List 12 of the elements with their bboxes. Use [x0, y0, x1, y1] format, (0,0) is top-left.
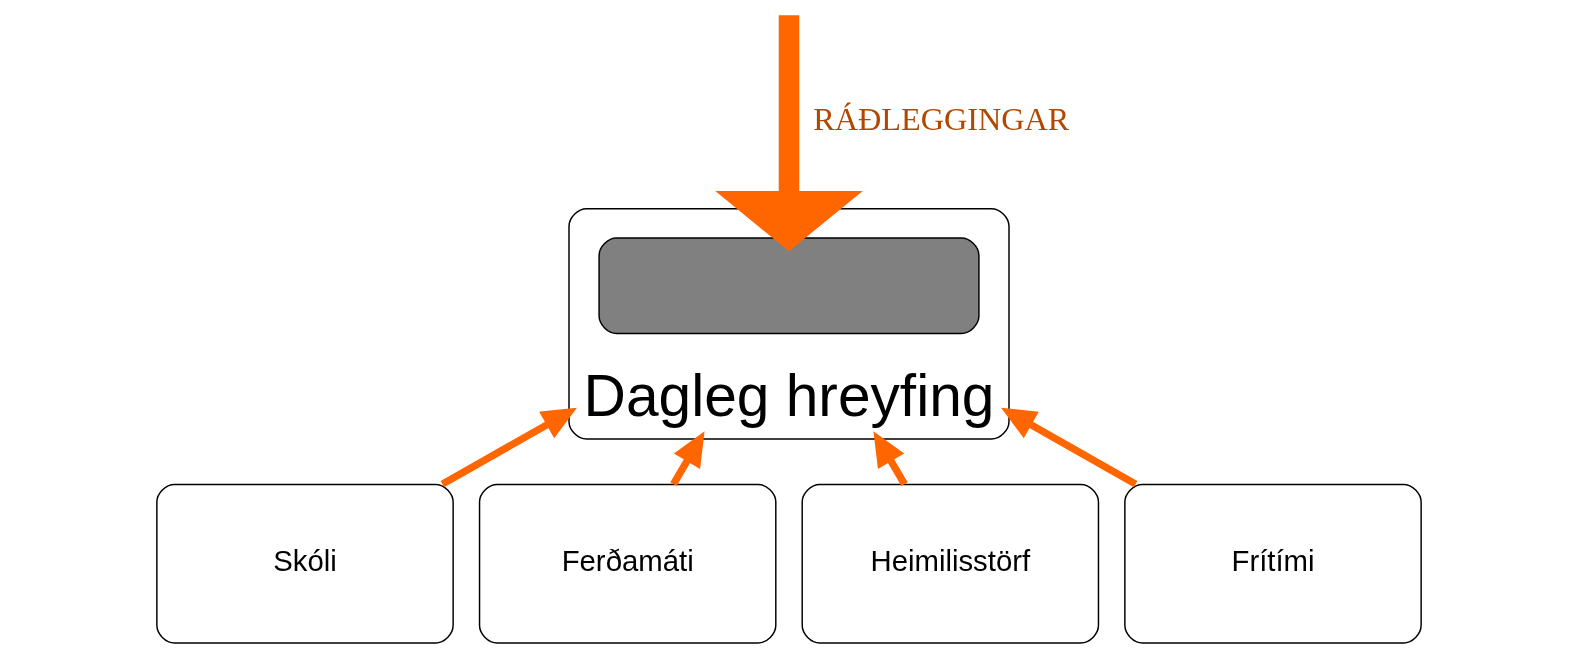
edge-label: RÁÐLEGGINGAR [812, 101, 1069, 138]
arrow [1000, 407, 1137, 488]
arrow [714, 15, 863, 252]
cluster: Dagleg hreyfing [567, 208, 1010, 440]
node-box: Frítími [1123, 483, 1422, 644]
node-box: Skóli [155, 483, 454, 644]
node-box: Ferðamáti [478, 483, 777, 644]
node-box [597, 237, 980, 335]
arrow [440, 407, 577, 488]
node-box: Heimilisstörf [800, 483, 1099, 644]
arrow [872, 431, 908, 486]
arrow [669, 431, 705, 486]
